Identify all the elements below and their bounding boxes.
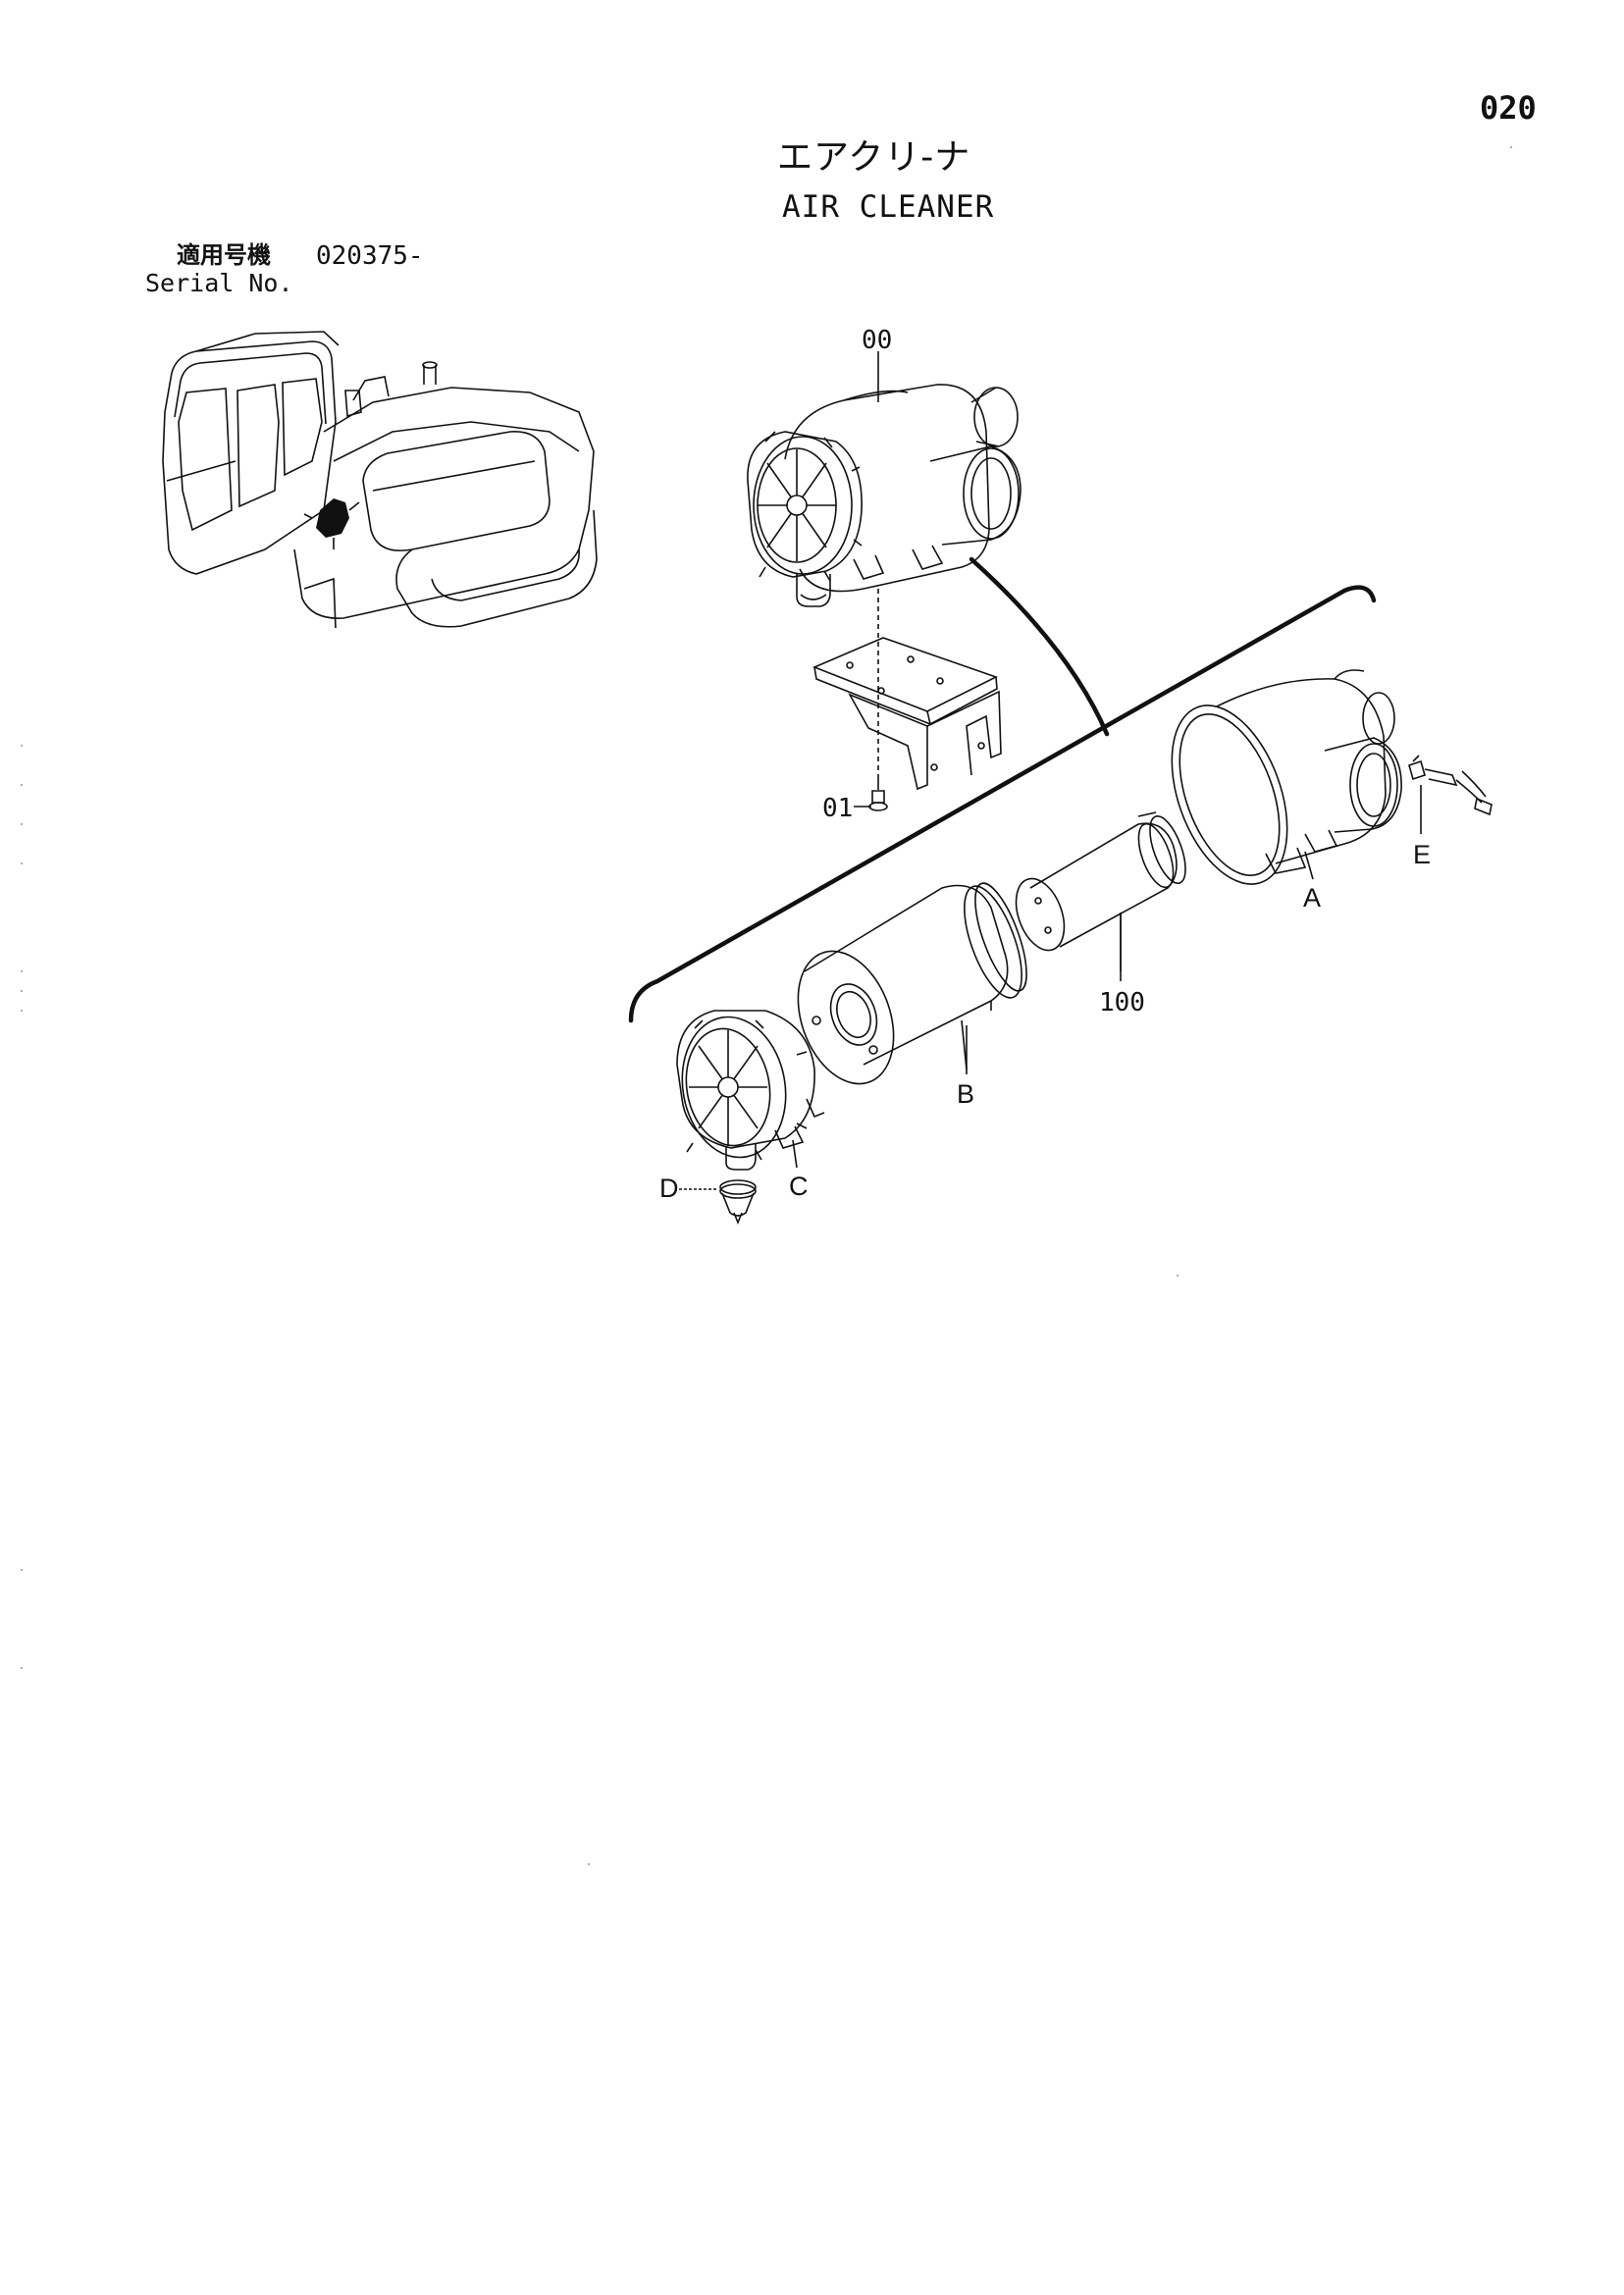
assembly-leader-line	[969, 556, 1110, 737]
callout-00: 00	[862, 326, 892, 355]
serial-number: 020375-	[316, 241, 424, 271]
page-title-english: AIR CLEANER	[782, 189, 995, 225]
callout-01: 01	[822, 794, 853, 823]
vacuator-valve-illustration	[719, 1179, 757, 1226]
air-cleaner-assembly-illustration	[747, 384, 1022, 607]
page-number: 020	[1480, 89, 1537, 127]
callout-c: C	[789, 1172, 809, 1201]
serial-label-english: Serial No.	[145, 269, 293, 297]
mounting-bracket-illustration	[812, 589, 1002, 811]
end-cover-illustration	[676, 1010, 825, 1171]
callout-leaders	[679, 351, 1422, 1190]
page-title-japanese: エアクリ-ナ	[777, 137, 971, 178]
outer-element-illustration	[797, 882, 1027, 1085]
serial-label-japanese: 適用号機	[177, 241, 271, 269]
exploded-view-bracket	[628, 585, 1377, 1023]
restriction-indicator-illustration	[1408, 755, 1493, 816]
callout-a: A	[1303, 883, 1321, 913]
housing-body-illustration	[1171, 669, 1402, 885]
inner-element-illustration	[1015, 811, 1186, 971]
callout-100: 100	[1099, 988, 1145, 1017]
scan-specks	[21, 146, 1512, 1865]
excavator-locator-sketch	[162, 331, 598, 629]
callout-d: D	[659, 1174, 679, 1203]
callout-b: B	[957, 1079, 974, 1109]
callout-e: E	[1413, 840, 1431, 869]
